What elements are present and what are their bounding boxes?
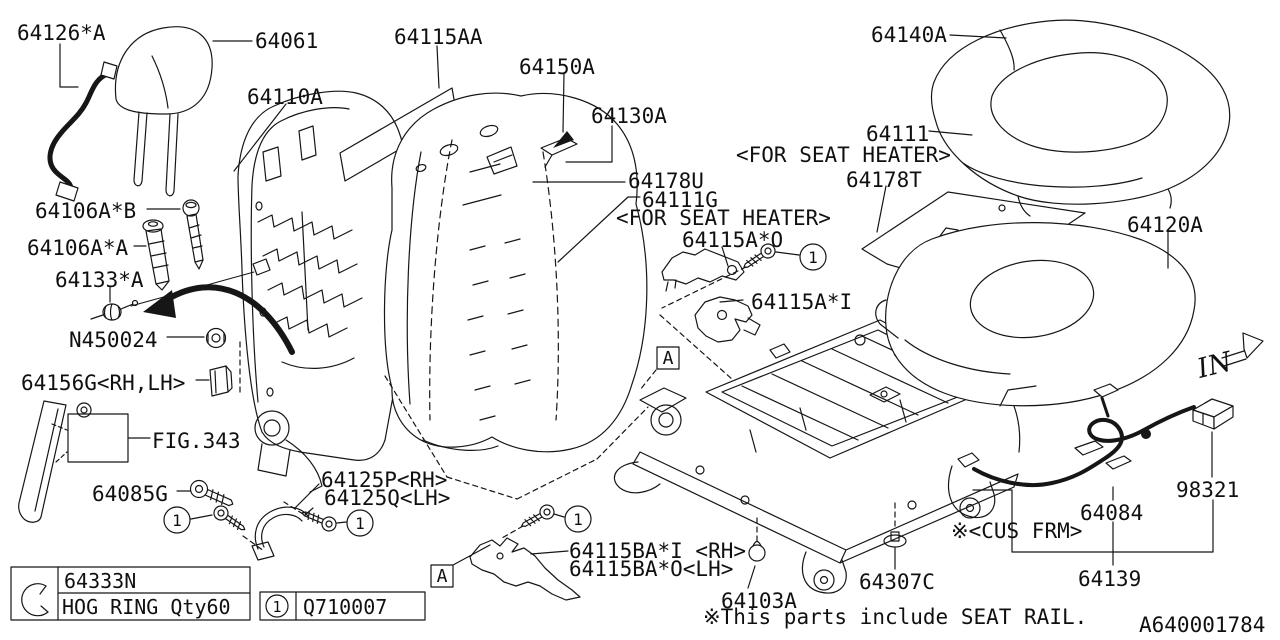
connector-98321-drawing <box>1192 398 1234 430</box>
cover-64125-drawing <box>251 506 314 561</box>
callout-circles <box>163 243 827 537</box>
hog-ring-icon <box>21 583 49 617</box>
bracket-64115ai-drawing <box>694 296 761 343</box>
part-label-64110a: 64110A <box>247 85 323 109</box>
cushion-pad-64120-drawing <box>875 222 1196 407</box>
legend-hog-ring-description: HOG RING Qty60 <box>62 595 231 619</box>
part-label-64115ba-lh: 64115BA*O<LH> <box>569 557 734 581</box>
part-label-n450024: N450024 <box>69 328 158 352</box>
part-label-64125q: 64125Q<LH> <box>324 486 451 510</box>
callout-circle-numbers: 1 1 1 1 <box>172 248 818 533</box>
callout-number: 1 <box>808 248 818 267</box>
part-label-64111g: 64111G <box>642 188 718 212</box>
bolt-64106ab-drawing <box>182 199 204 270</box>
seatback-cushion-64115aa-drawing <box>383 92 648 453</box>
screw-64085g-drawing <box>189 479 234 507</box>
callout-number: 1 <box>573 510 583 529</box>
part-label-98321: 98321 <box>1176 478 1240 502</box>
trim-fig343-drawing <box>18 400 129 523</box>
part-label-64106ab: 64106A*B <box>35 199 137 223</box>
harness-wire-64126 <box>47 61 118 202</box>
leader-lines <box>59 34 1214 589</box>
clip-64133-drawing <box>90 299 139 321</box>
drawing-number: A640001784 <box>1139 613 1266 637</box>
callout-number: 1 <box>355 514 365 533</box>
note-for-seat-heater-cushion: <FOR SEAT HEATER> <box>736 143 951 167</box>
guide-64156g-drawing <box>209 365 233 397</box>
note-cus-frm: ※<CUS FRM> <box>951 519 1083 543</box>
hook-64150-garnish-64130-drawing <box>486 137 578 175</box>
part-label-64178u: 64178U <box>628 169 704 193</box>
part-label-64150a: 64150A <box>519 55 595 79</box>
legend-callout-number: 1 <box>272 598 281 616</box>
part-label-64111: 64111 <box>866 122 930 146</box>
part-label-64307c: 64307C <box>859 570 935 594</box>
part-label-64084: 64084 <box>1080 501 1144 525</box>
part-label-64115aa: 64115AA <box>394 25 483 49</box>
harness-64084-drawing <box>957 383 1196 487</box>
cushion-cover-64140-drawing <box>930 19 1231 217</box>
legend-hog-ring-part-number: 64333N <box>64 569 137 593</box>
view-marker-a: A <box>437 566 448 587</box>
view-marker-boxes <box>430 346 680 588</box>
nut-n450024-drawing <box>205 327 227 349</box>
part-label-fig343: FIG.343 <box>152 429 241 453</box>
diagram-footnote: ※This parts include SEAT RAIL. <box>703 605 1088 629</box>
part-label-64178t: 64178T <box>846 168 922 192</box>
note-for-seat-heater-back: <FOR SEAT HEATER> <box>616 206 831 230</box>
legend-callout-part-number: Q710007 <box>303 595 388 619</box>
bolt-64106aa-drawing <box>142 219 170 291</box>
direction-in-label: IN <box>1193 346 1236 385</box>
part-label-64106aa: 64106A*A <box>27 236 129 260</box>
part-label-64120a: 64120A <box>1127 213 1203 237</box>
plug-64103a-drawing <box>748 540 766 562</box>
callout-number: 1 <box>172 511 182 530</box>
part-label-64103a: 64103A <box>721 589 797 613</box>
part-label-64140a: 64140A <box>871 23 947 47</box>
part-label-64115ai: 64115A*I <box>751 290 853 314</box>
view-marker-a: A <box>663 348 674 369</box>
part-label-64085g: 64085G <box>92 482 168 506</box>
part-label-64115ao: 64115A*O <box>682 228 784 252</box>
part-label-64156g: 64156G<RH,LH> <box>21 371 186 395</box>
part-label-64115ba-rh: 64115BA*I <RH> <box>569 539 747 563</box>
bracket-64115ao-drawing <box>661 248 745 292</box>
callout-screws <box>213 243 776 532</box>
rail-assembly-drawing <box>614 319 1021 594</box>
part-label-64061: 64061 <box>255 29 319 53</box>
direction-in-arrow <box>1221 332 1264 367</box>
part-label-64130a: 64130A <box>591 104 667 128</box>
install-arrow <box>130 258 295 355</box>
legend-callout-table <box>259 591 426 621</box>
part-label-64126a: 64126*A <box>17 21 106 45</box>
bolt-64307c-drawing <box>883 531 907 548</box>
seatback-frame-64110-drawing <box>237 90 408 493</box>
part-label-64139: 64139 <box>1078 567 1142 591</box>
part-label-64133a: 64133*A <box>55 268 144 292</box>
legend-hog-ring-table <box>10 566 251 621</box>
part-label-64125p: 64125P<RH> <box>321 468 448 492</box>
bracket-64115ba-drawing <box>469 537 581 601</box>
headrest-drawing <box>114 26 213 197</box>
